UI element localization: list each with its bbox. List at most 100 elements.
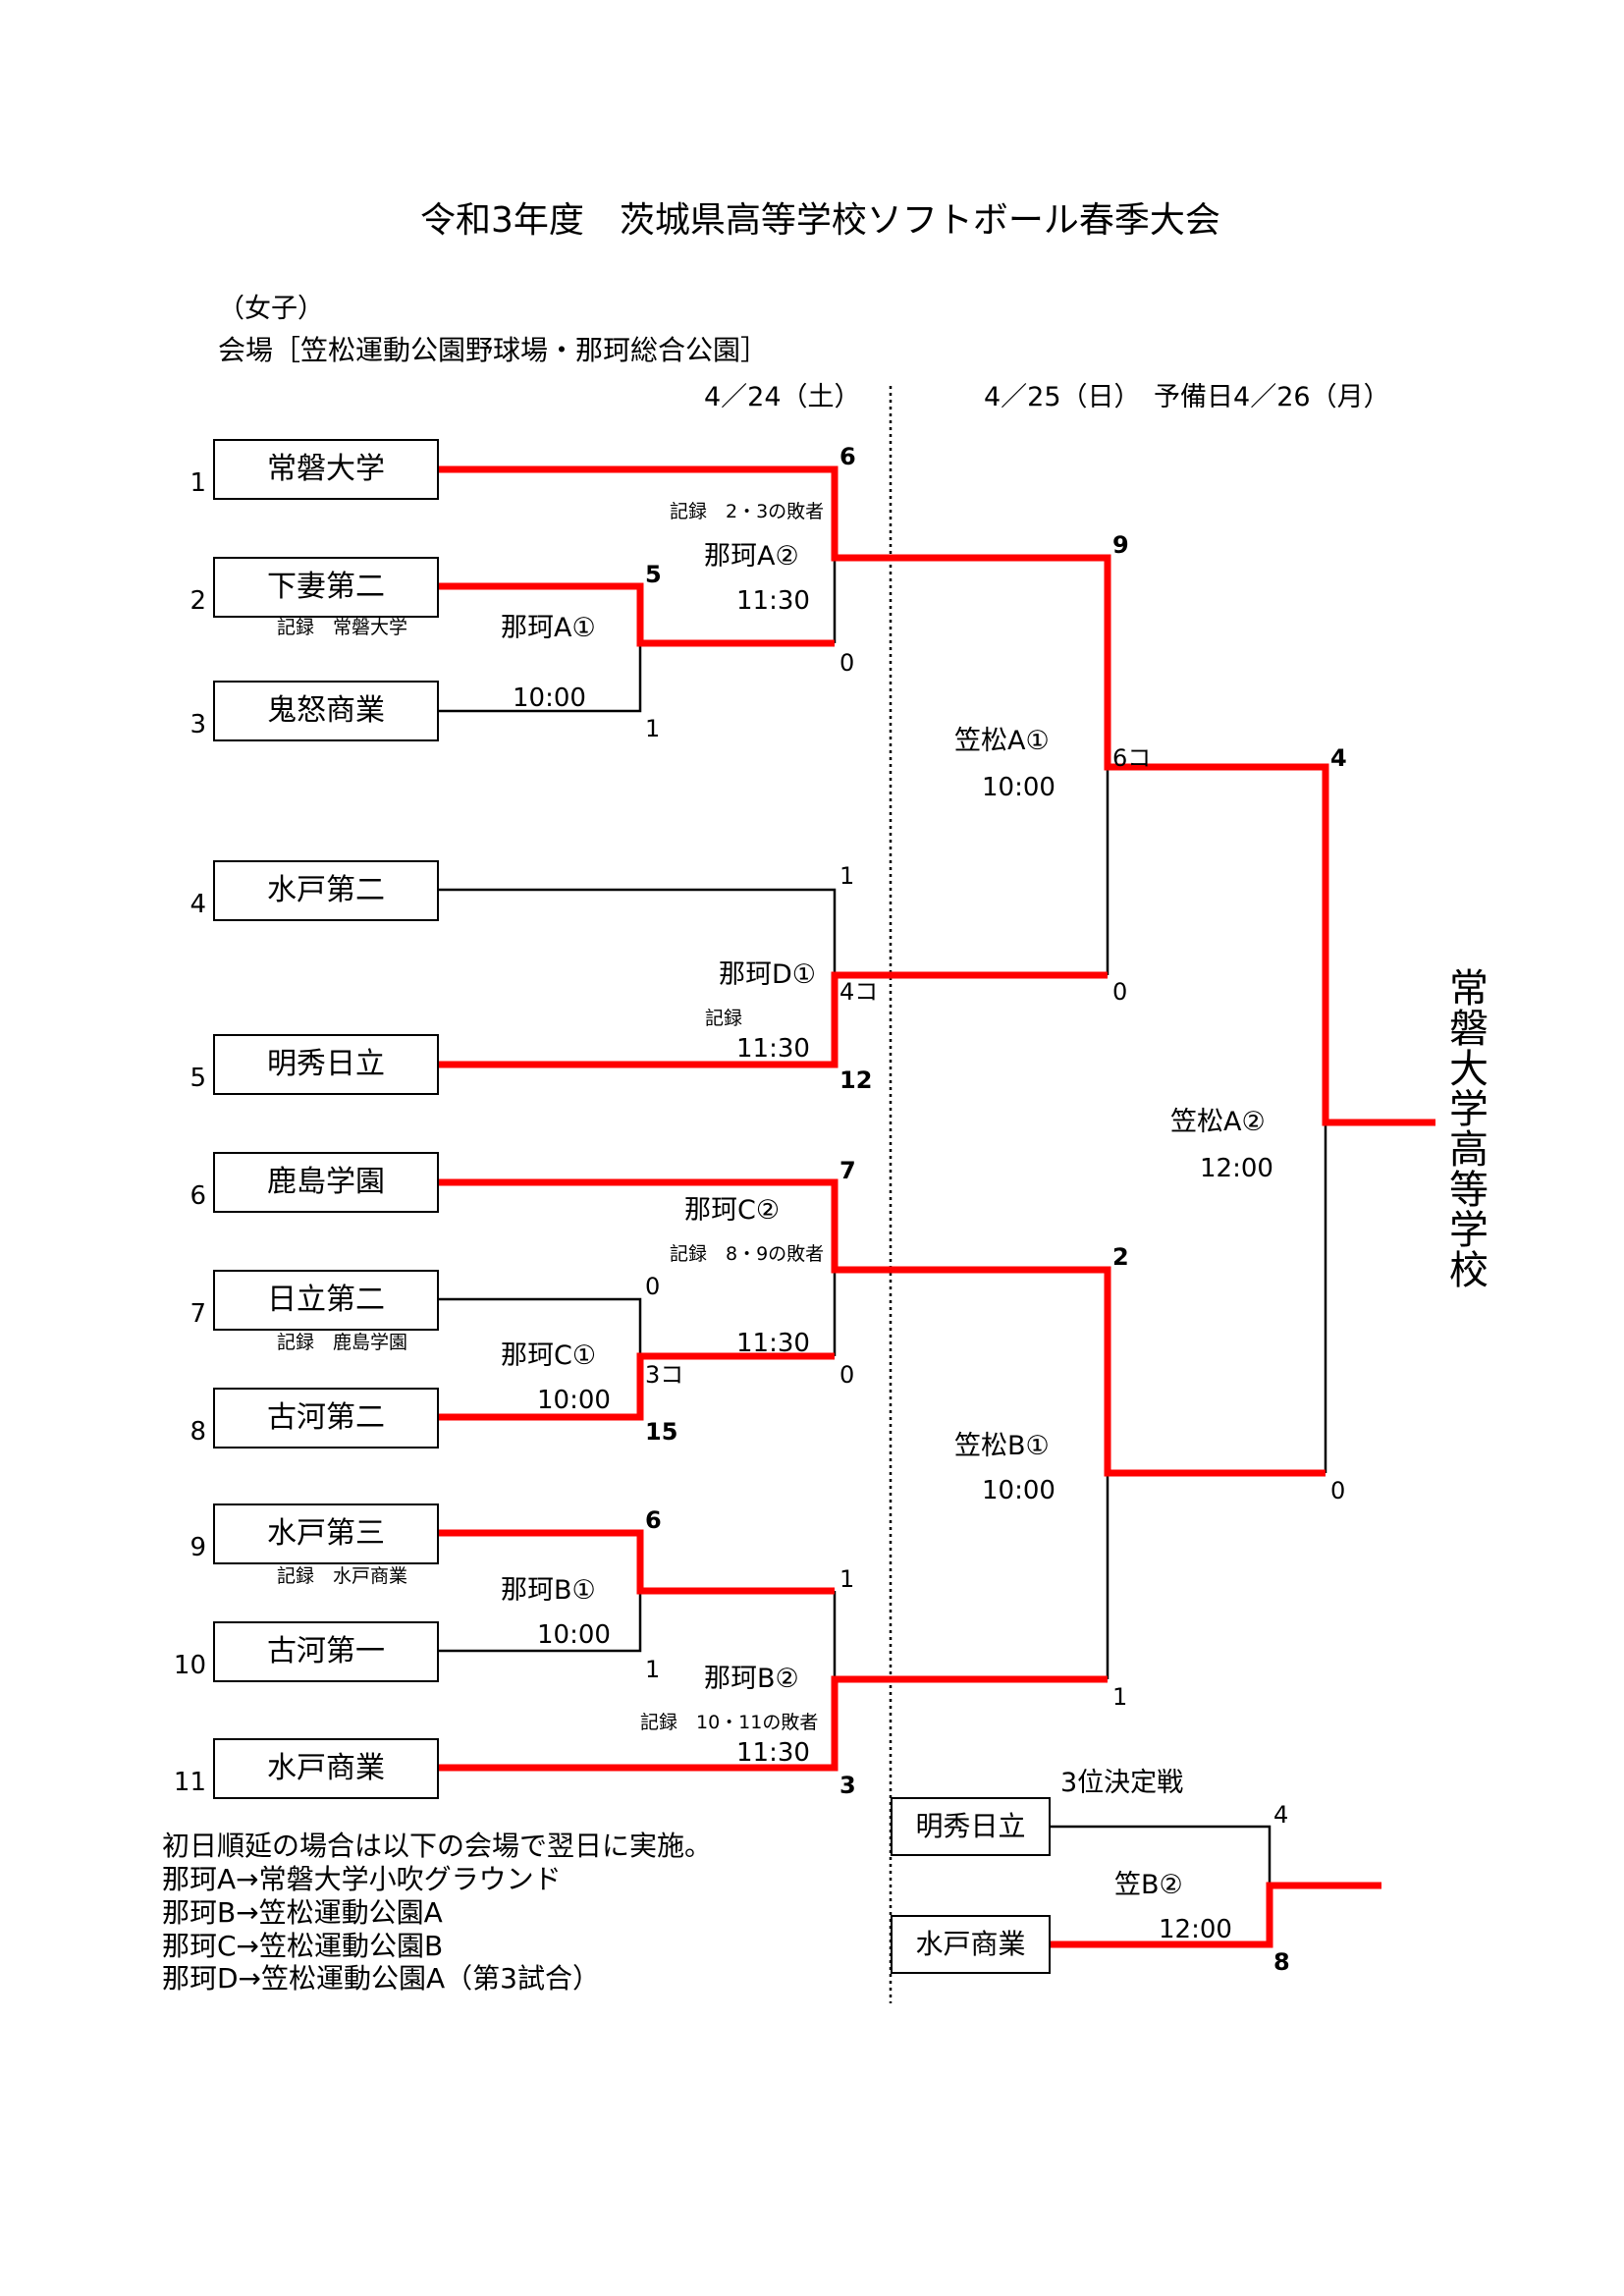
record-note: 記録 8・9の敗者	[670, 1243, 825, 1265]
winner-path-team1	[439, 465, 1435, 1126]
team-box: 水戸第三	[213, 1503, 439, 1564]
record-note: 記録	[705, 1008, 743, 1029]
team-number: 9	[189, 1533, 206, 1562]
team-number: 1	[189, 468, 206, 498]
game-label: 笠松B①	[954, 1431, 1050, 1461]
winner-path-team6	[439, 1178, 1326, 1477]
team-box: 水戸商業	[213, 1738, 439, 1799]
team-box: 水戸第二	[213, 860, 439, 921]
score: 1	[839, 862, 855, 890]
score: 5	[645, 561, 662, 588]
team-box: 下妻第二	[213, 557, 439, 618]
team-number: 7	[189, 1299, 206, 1329]
score: 6	[839, 443, 856, 470]
score: 12	[839, 1066, 873, 1094]
venue-label: 会場［笠松運動公園野球場・那珂総合公園］	[218, 334, 769, 366]
game-label: 笠松A②	[1170, 1107, 1266, 1137]
called-game-note: 6コ	[1112, 744, 1152, 772]
postponement-note: 那珂A→常磐大学小吹グラウンド	[162, 1863, 562, 1895]
called-game-note: 4コ	[839, 978, 879, 1006]
postponement-note: 那珂B→笠松運動公園A	[162, 1896, 443, 1929]
called-game-note: 3コ	[645, 1361, 684, 1389]
third-place-team-box: 明秀日立	[891, 1797, 1051, 1856]
game-time: 12:00	[1159, 1915, 1232, 1944]
postponement-note: 那珂D→笠松運動公園A（第3試合）	[162, 1962, 600, 1995]
winner-path-team8	[439, 1352, 835, 1421]
team-number: 6	[189, 1181, 206, 1211]
record-note: 記録 2・3の敗者	[670, 501, 825, 522]
winner-path-team2	[439, 582, 835, 647]
date-day1: 4／24（土）	[704, 382, 861, 412]
game-label: 那珂A②	[704, 541, 799, 572]
game-label: 笠松A①	[954, 726, 1050, 756]
game-time: 11:30	[736, 1034, 810, 1064]
score: 7	[839, 1157, 856, 1184]
score: 6	[645, 1506, 662, 1534]
score: 9	[1112, 531, 1129, 559]
bracket-line-team4	[439, 888, 837, 975]
team-box: 鹿島学園	[213, 1152, 439, 1213]
team-number: 2	[189, 586, 206, 616]
division-label: （女子）	[218, 294, 324, 324]
page-title: 令和3年度 茨城県高等学校ソフトボール春季大会	[420, 200, 1220, 241]
game-time: 11:30	[736, 586, 810, 616]
game-label: 那珂A①	[501, 613, 596, 643]
score: 1	[645, 715, 661, 742]
score: 15	[645, 1418, 678, 1446]
record-note: 記録 常磐大学	[277, 617, 408, 638]
game-time: 12:00	[1200, 1154, 1273, 1183]
team-number: 3	[189, 710, 206, 739]
record-note: 記録 10・11の敗者	[640, 1712, 819, 1733]
game-label: 那珂C①	[501, 1340, 597, 1371]
bracket-line-third-top	[1051, 1825, 1272, 1886]
score: 1	[645, 1656, 661, 1683]
team-number: 10	[173, 1651, 206, 1680]
score: 2	[1112, 1243, 1129, 1271]
game-time: 11:30	[736, 1329, 810, 1358]
record-note: 記録 鹿島学園	[277, 1332, 408, 1353]
third-place-team-box: 水戸商業	[891, 1915, 1051, 1974]
game-label: 那珂D①	[719, 959, 816, 990]
team-box: 古河第二	[213, 1388, 439, 1449]
team-number: 5	[189, 1064, 206, 1093]
score: 4	[1273, 1801, 1289, 1829]
game-time: 10:00	[982, 773, 1056, 802]
game-label: 那珂C②	[684, 1195, 781, 1226]
team-box: 古河第一	[213, 1621, 439, 1682]
score: 4	[1330, 744, 1347, 772]
postponement-note: 初日順延の場合は以下の会場で翌日に実施。	[162, 1830, 713, 1862]
winner-path-team11	[439, 1675, 1108, 1772]
game-time: 10:00	[513, 683, 586, 713]
bracket-line-team7	[439, 1297, 642, 1356]
third-place-title: 3位決定戦	[1060, 1768, 1184, 1798]
game-time: 10:00	[982, 1476, 1056, 1505]
game-label: 那珂B①	[501, 1575, 596, 1606]
team-box: 日立第二	[213, 1270, 439, 1331]
score: 0	[839, 1361, 855, 1389]
score: 0	[839, 649, 855, 677]
score: 0	[645, 1273, 661, 1300]
champion-name: 常磐大学高等学校	[1442, 967, 1488, 1289]
team-number: 11	[173, 1768, 206, 1797]
game-label: 笠B②	[1114, 1870, 1183, 1900]
winner-path-team9	[439, 1529, 835, 1595]
postponement-note: 那珂C→笠松運動公園B	[162, 1930, 444, 1962]
team-number: 8	[189, 1417, 206, 1447]
score: 3	[839, 1772, 856, 1799]
team-box: 鬼怒商業	[213, 681, 439, 741]
team-number: 4	[189, 890, 206, 919]
bracket-line-team3	[439, 643, 642, 713]
winner-path-third	[1051, 1882, 1381, 1948]
team-box: 明秀日立	[213, 1034, 439, 1095]
bracket-line-team10	[439, 1591, 642, 1653]
score: 8	[1273, 1948, 1290, 1976]
game-time: 10:00	[537, 1386, 611, 1415]
score: 1	[1112, 1683, 1128, 1711]
score: 0	[1112, 978, 1128, 1006]
game-time: 11:30	[736, 1738, 810, 1768]
game-time: 10:00	[537, 1620, 611, 1650]
score: 0	[1330, 1477, 1346, 1504]
date-day2: 4／25（日） 予備日4／26（月）	[984, 382, 1390, 412]
score: 1	[839, 1565, 855, 1593]
